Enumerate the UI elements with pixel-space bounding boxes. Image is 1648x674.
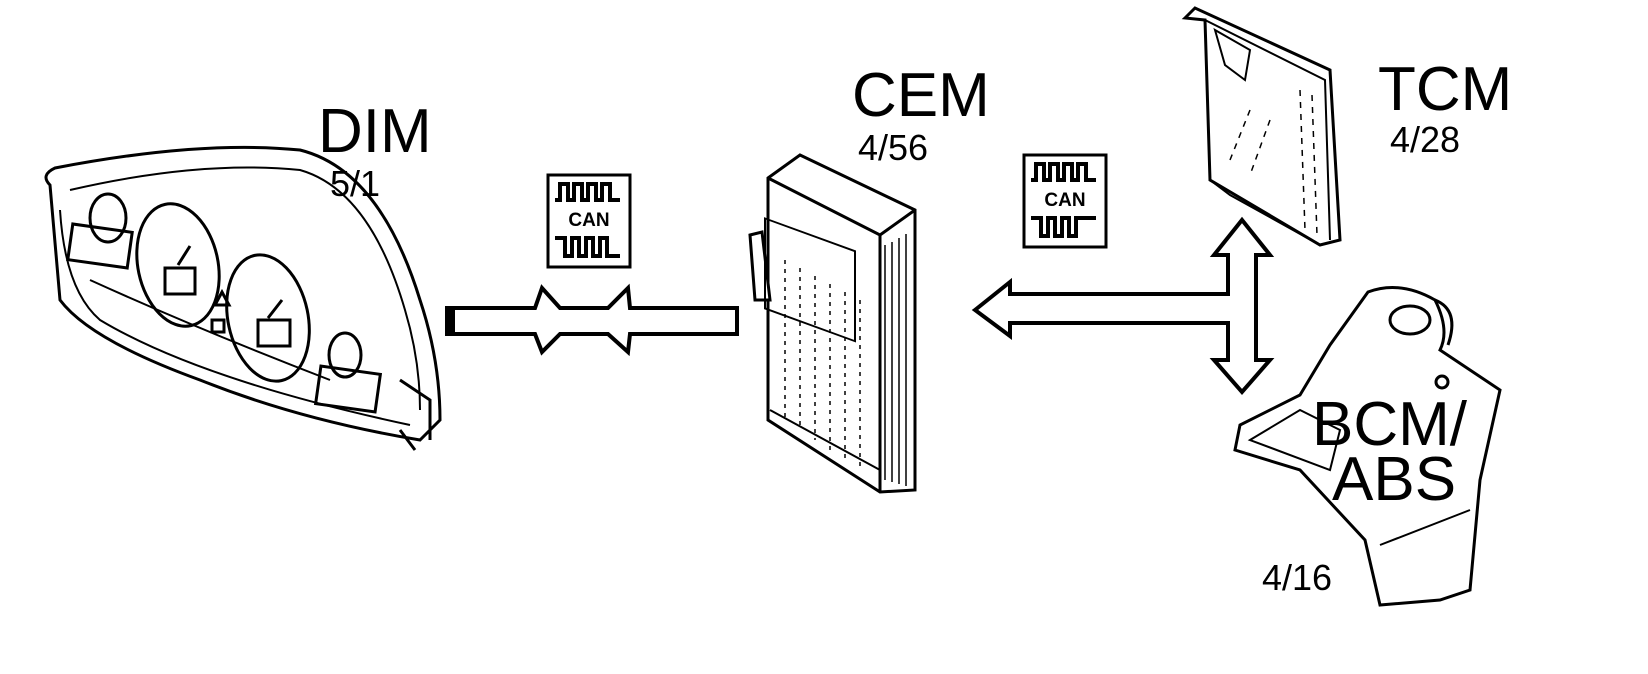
tcm-module (1181, 6, 1342, 247)
tcm-label: TCM (1378, 55, 1512, 124)
cem-module (748, 153, 917, 494)
bcm-code: 4/16 (1262, 557, 1332, 598)
can-bus-arrow-left (445, 283, 739, 357)
bcm-abs-module (1233, 286, 1502, 607)
cem-label: CEM (852, 61, 990, 130)
bcm-label-line2: ABS (1332, 445, 1456, 514)
dim-code: 5/1 (330, 163, 380, 204)
can-bus-arrow-right (971, 216, 1275, 396)
tcm-code: 4/28 (1390, 119, 1460, 160)
dim-label: DIM (318, 97, 432, 166)
cem-code: 4/56 (858, 127, 928, 168)
can-bus-icon-left: CAN (546, 173, 632, 269)
bcm-label-line1: BCM/ (1312, 390, 1468, 459)
can-bus-icon-right: CAN (1022, 153, 1108, 249)
can-label-right: CAN (1044, 190, 1085, 211)
dim-instrument-cluster (44, 145, 442, 451)
can-label-left: CAN (568, 210, 609, 231)
